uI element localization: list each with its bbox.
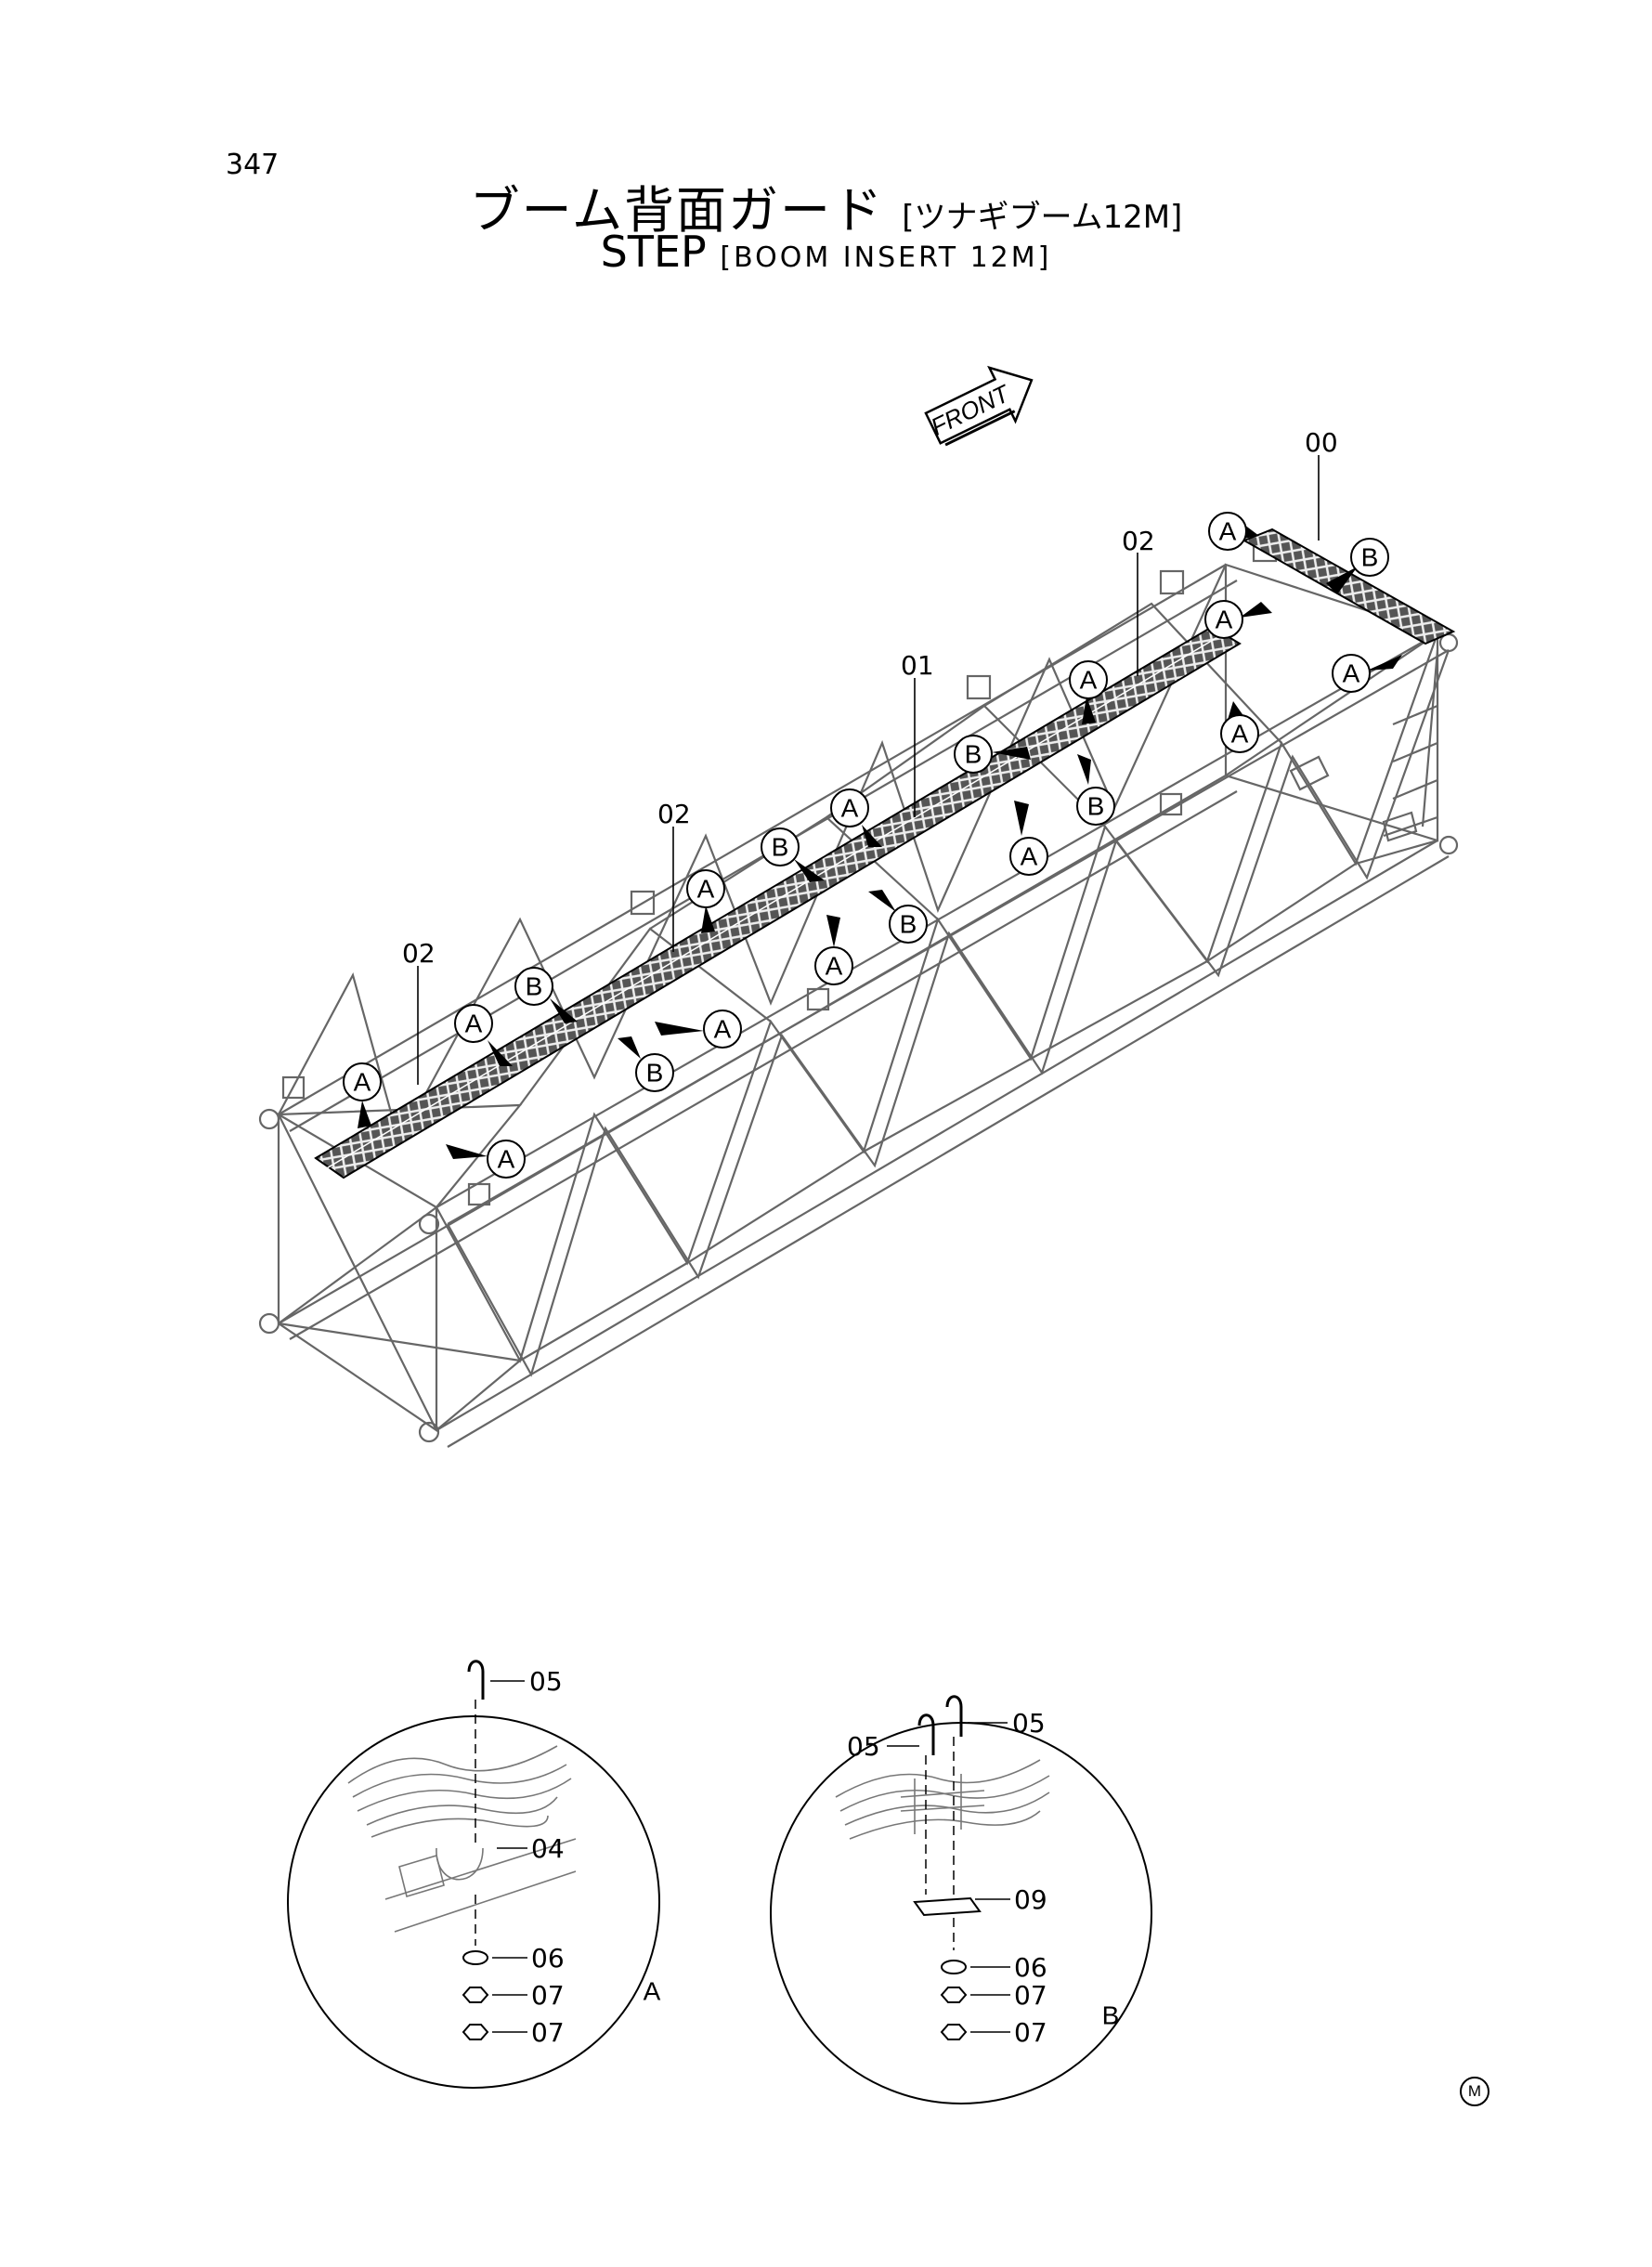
- label-nut: 07: [531, 2017, 565, 2048]
- svg-text:B: B: [526, 972, 543, 1001]
- svg-text:A: A: [1343, 659, 1360, 688]
- label-washer: 06: [1014, 1952, 1047, 1983]
- step-plate-01: [314, 625, 1242, 1179]
- label-end-step-left: 02: [402, 938, 436, 969]
- svg-text:A: A: [498, 1145, 515, 1174]
- title-en-main: STEP: [600, 227, 707, 277]
- label-nut: 07: [531, 1980, 565, 2011]
- callout-b: B: [1076, 754, 1115, 826]
- svg-text:A: A: [826, 952, 843, 981]
- title-jp-main: ブーム背面ガード: [469, 181, 885, 240]
- svg-text:B: B: [772, 833, 789, 862]
- svg-text:A: A: [1231, 720, 1249, 749]
- m-mark-symbol: M: [1460, 2077, 1489, 2106]
- label-end-step-right: 02: [1122, 526, 1155, 556]
- label-center-step: 01: [901, 650, 934, 681]
- label-nut: 07: [1014, 1980, 1047, 2011]
- callout-b: B: [954, 735, 1031, 774]
- label-hook-bolt: 05: [529, 1666, 563, 1697]
- label-hook-bolt: 05: [1012, 1708, 1046, 1739]
- callout-b: B: [761, 827, 825, 882]
- callout-a: A: [830, 788, 882, 847]
- detail-a: 05 04 06 07 07 A: [287, 1660, 661, 2089]
- callout-b: B: [514, 967, 578, 1023]
- detail-b: 05 05 09 06 07 07 B: [770, 1695, 1152, 2104]
- callout-b: B: [1326, 538, 1389, 594]
- svg-text:A: A: [1219, 517, 1237, 546]
- svg-text:A: A: [1216, 606, 1233, 634]
- svg-text:A: A: [841, 794, 859, 823]
- callout-markers: A B A A A A B B A A B B A A B A A B A A: [343, 512, 1402, 1179]
- svg-text:B: B: [646, 1059, 664, 1088]
- label-clamp: 04: [531, 1833, 565, 1864]
- step-plate-00: [1242, 528, 1456, 645]
- callout-a: A: [343, 1062, 382, 1128]
- page-number: 347: [226, 149, 280, 181]
- callout-a: A: [686, 869, 725, 933]
- title-en-sub: [BOOM INSERT 12M]: [720, 241, 1052, 274]
- page-title-en: STEP [BOOM INSERT 12M]: [0, 227, 1652, 277]
- svg-text:A: A: [714, 1015, 732, 1044]
- svg-text:A: A: [1080, 666, 1098, 695]
- svg-text:B: B: [900, 910, 917, 939]
- front-arrow: FRONT: [924, 365, 1034, 447]
- svg-text:B: B: [965, 740, 982, 769]
- label-plate: 09: [1014, 1884, 1047, 1915]
- callout-b: B: [868, 890, 928, 944]
- callout-a: A: [655, 1010, 742, 1049]
- callout-a: A: [1332, 654, 1402, 693]
- callout-a: A: [1009, 801, 1048, 876]
- svg-text:A: A: [697, 875, 715, 904]
- callout-a: A: [446, 1140, 526, 1179]
- svg-text:B: B: [1087, 792, 1105, 821]
- svg-text:A: A: [465, 1010, 483, 1038]
- label-washer: 06: [531, 1943, 565, 1974]
- label-nut: 07: [1014, 2017, 1047, 2048]
- title-jp-sub: [ツナギブーム12M]: [902, 199, 1183, 236]
- callout-a: A: [1220, 701, 1259, 753]
- callout-a: A: [814, 915, 853, 985]
- svg-text:A: A: [354, 1068, 371, 1097]
- callout-a: A: [1208, 512, 1259, 551]
- svg-text:A: A: [1021, 842, 1038, 871]
- part-number-labels: 00 02 01 02 02: [402, 427, 1338, 1085]
- label-hook-bolt: 05: [847, 1731, 880, 1762]
- callout-b: B: [618, 1036, 674, 1092]
- detail-b-title: B: [1102, 2001, 1120, 2030]
- callout-a: A: [1069, 660, 1108, 724]
- label-assembly: 00: [1305, 427, 1338, 458]
- step-walkways: [314, 528, 1456, 1179]
- label-end-step-middle: 02: [657, 799, 691, 829]
- callout-a: A: [454, 1004, 513, 1066]
- callout-a: A: [1204, 600, 1272, 639]
- svg-text:B: B: [1361, 543, 1379, 572]
- detail-a-title: A: [644, 1977, 661, 2006]
- page-title-jp: ブーム背面ガード [ツナギブーム12M]: [0, 169, 1652, 242]
- boom-lattice-frame: [258, 537, 1459, 1448]
